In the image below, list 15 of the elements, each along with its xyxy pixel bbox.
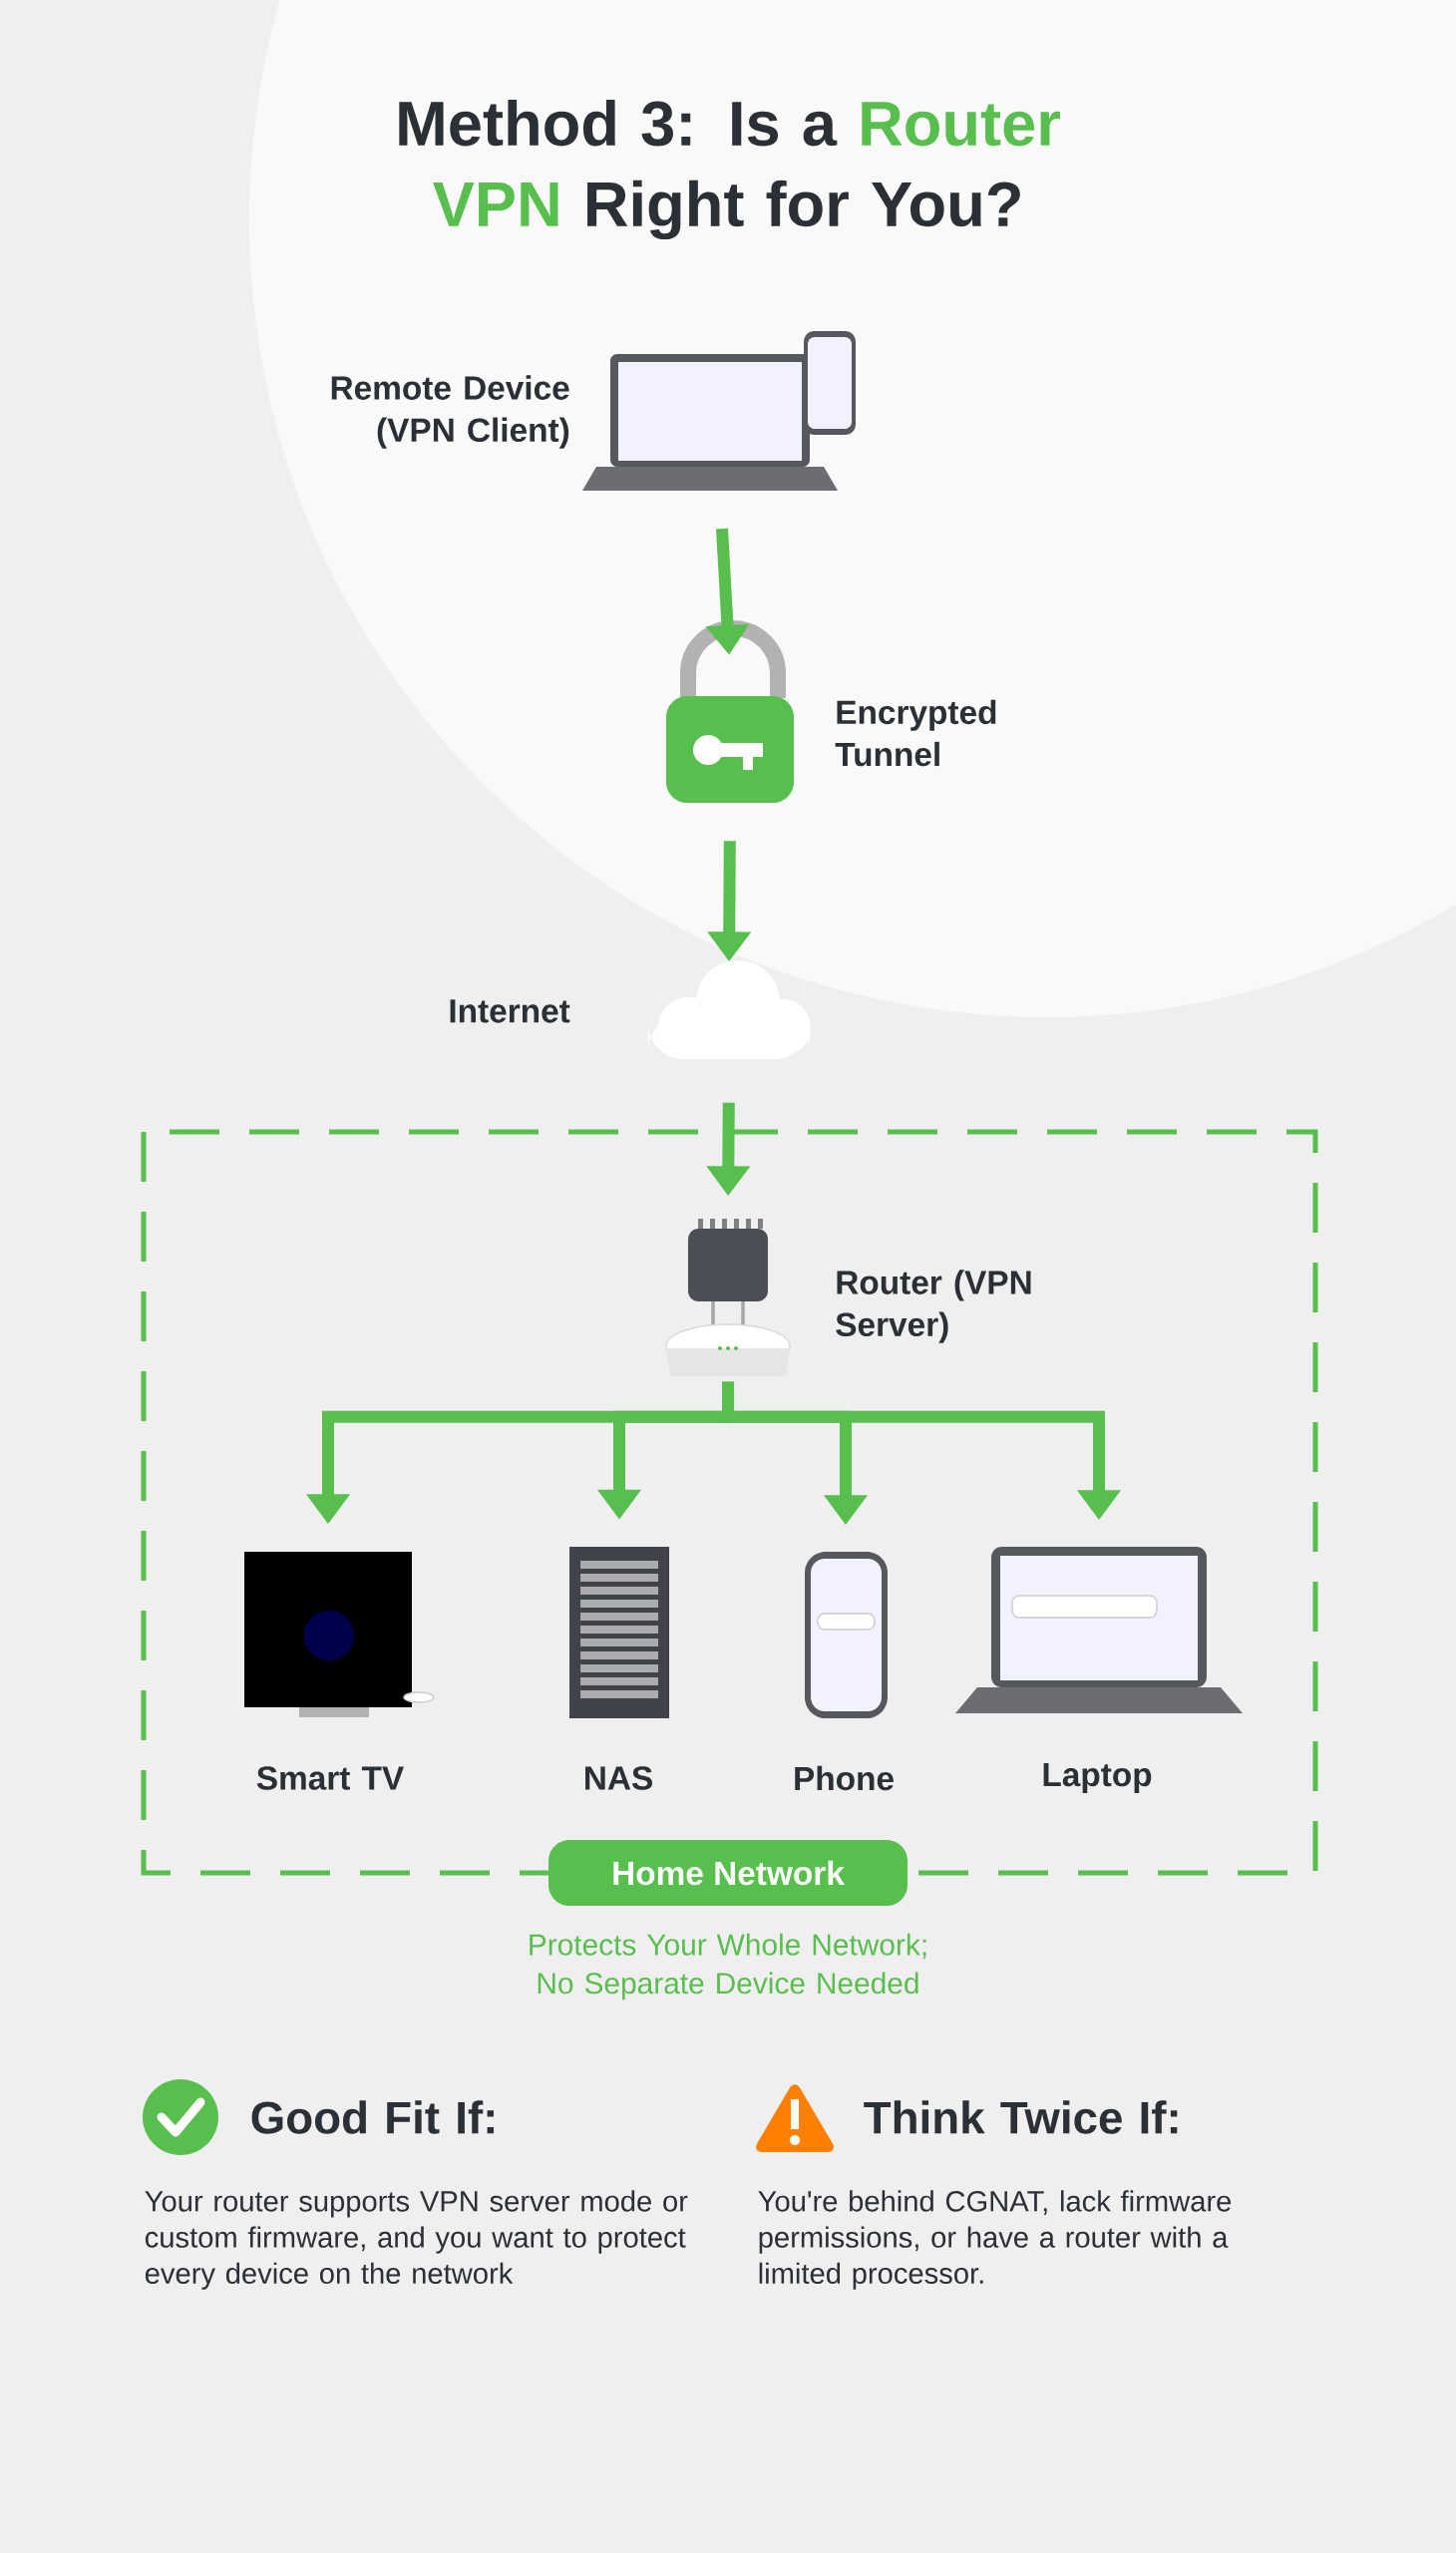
body-text: Your router supports VPN server mode or custom firmware, and you want to protect every device on the network	[145, 2190, 688, 2290]
device-label: Remote Device (VPN Client)	[331, 375, 569, 449]
device-label: Laptop	[1043, 1763, 1152, 1793]
heading: Think Twice If:	[864, 2100, 1178, 2134]
device-label: Router (VPN Server)	[836, 1270, 1031, 1343]
device-label: Phone	[795, 1765, 894, 1791]
heading: Good Fit If:	[251, 2100, 494, 2134]
device-label: Smart TV	[256, 1766, 404, 1790]
device-label: NAS	[585, 1766, 652, 1790]
device-label: Internet	[450, 999, 570, 1023]
node-label: Protects Your Whole Network; No Separate Device Needed	[530, 1933, 926, 2001]
network-label: Home Network	[548, 1840, 908, 1906]
device-label: Encrypted Tunnel	[835, 699, 996, 767]
title: Method 3: Is a Router VPN Right for You?	[399, 99, 1060, 240]
body-text: You're behind CGNAT, lack firmware permissions, or have a router with a limited processor.	[758, 2190, 1232, 2290]
